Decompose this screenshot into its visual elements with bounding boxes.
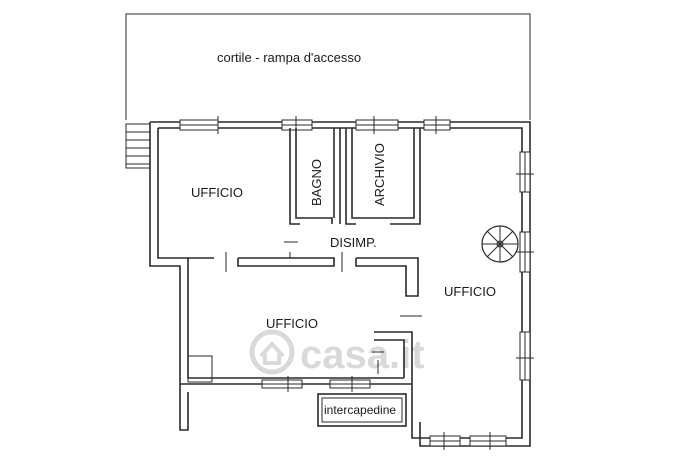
office-top-left-label: UFFICIO — [191, 185, 243, 200]
office-bottom-label: UFFICIO — [266, 316, 318, 331]
watermark-text: casa.it — [300, 333, 425, 377]
office-right-label: UFFICIO — [444, 284, 496, 299]
wall-niche — [187, 355, 213, 383]
watermark-house-shape — [259, 341, 285, 365]
bathroom-walls — [289, 128, 341, 225]
archive-walls — [345, 128, 421, 225]
cavity-box — [317, 393, 407, 427]
watermark-house-icon — [249, 329, 295, 375]
archive-label: ARCHIVIO — [372, 143, 387, 206]
lower-partition — [372, 331, 413, 416]
entry-stairs — [125, 123, 151, 169]
bottom-windows — [261, 376, 507, 450]
hallway-walls — [188, 241, 422, 317]
spiral-staircase-icon — [481, 225, 519, 263]
courtyard-outline — [125, 13, 531, 120]
outer-walls — [149, 121, 531, 447]
top-windows — [179, 116, 451, 134]
courtyard-label: cortile - rampa d'accesso — [217, 50, 361, 65]
cavity-label: intercapedine — [324, 403, 396, 417]
watermark: casa.it — [249, 329, 425, 377]
hallway-label: DISIMP. — [330, 235, 377, 250]
bathroom-label: BAGNO — [309, 159, 324, 206]
right-windows — [516, 151, 534, 381]
